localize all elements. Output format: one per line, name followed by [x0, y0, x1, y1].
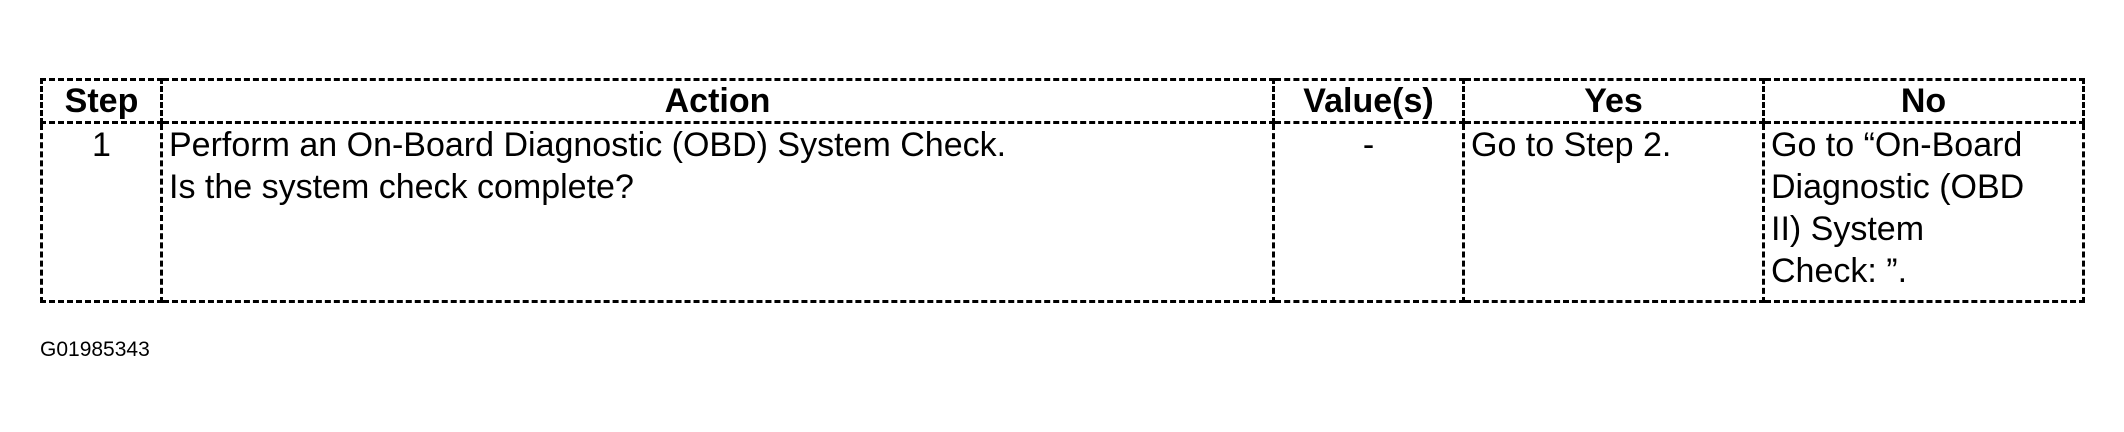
action-cell: Perform an On-Board Diagnostic (OBD) Sys…	[160, 121, 1275, 303]
step-number-cell: 1	[40, 121, 163, 303]
table-header-row: Step Action Value(s) Yes No	[40, 78, 2085, 124]
no-line: Check: ”.	[1771, 252, 1908, 290]
diagnostic-table: Step Action Value(s) Yes No 1 Perform an…	[40, 78, 2085, 303]
yes-cell: Go to Step 2.	[1462, 121, 1765, 303]
no-line: Diagnostic (OBD	[1771, 168, 2025, 206]
no-cell: Go to “On-Board Diagnostic (OBD II) Syst…	[1762, 121, 2085, 303]
no-line: II) System	[1771, 210, 1925, 248]
header-no: No	[1762, 78, 2085, 124]
header-yes: Yes	[1462, 78, 1765, 124]
figure-id: G01985343	[40, 338, 150, 361]
no-line: Go to “On-Board	[1771, 126, 2023, 164]
action-line: Perform an On-Board Diagnostic (OBD) Sys…	[169, 126, 1007, 164]
header-step: Step	[40, 78, 163, 124]
header-action: Action	[160, 78, 1275, 124]
header-values: Value(s)	[1272, 78, 1465, 124]
values-cell: -	[1272, 121, 1465, 303]
action-line: Is the system check complete?	[169, 168, 634, 206]
table-row: 1 Perform an On-Board Diagnostic (OBD) S…	[40, 121, 2085, 303]
